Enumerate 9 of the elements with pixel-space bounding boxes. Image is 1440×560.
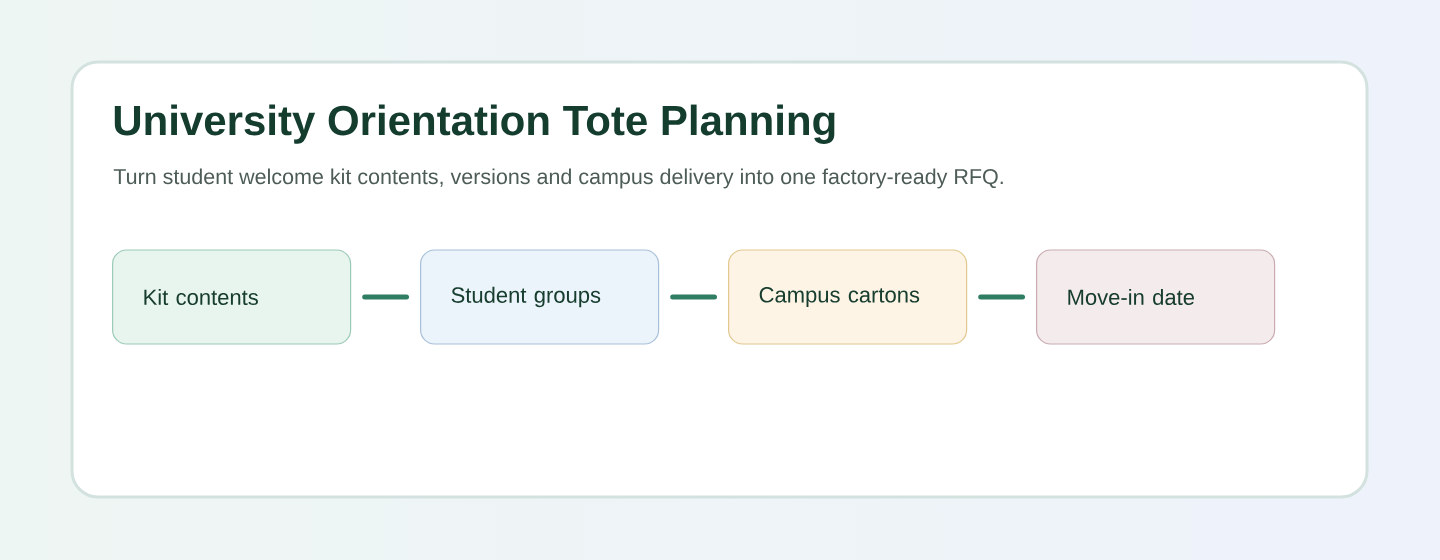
process-box: Move-in date: [1036, 249, 1276, 345]
process-box: Student groups: [420, 249, 660, 345]
subtitle: Turn student welcome kit contents, versions and campus delivery into one factory-ready RFQ.: [113, 168, 1003, 189]
connector-line: [978, 294, 1025, 300]
process-box: Kit contents: [112, 249, 352, 345]
connector-line: [670, 294, 717, 300]
process-box: Campus cartons: [728, 249, 968, 345]
title: University Orientation Tote Planning: [114, 104, 835, 144]
connector-line: [362, 294, 409, 300]
